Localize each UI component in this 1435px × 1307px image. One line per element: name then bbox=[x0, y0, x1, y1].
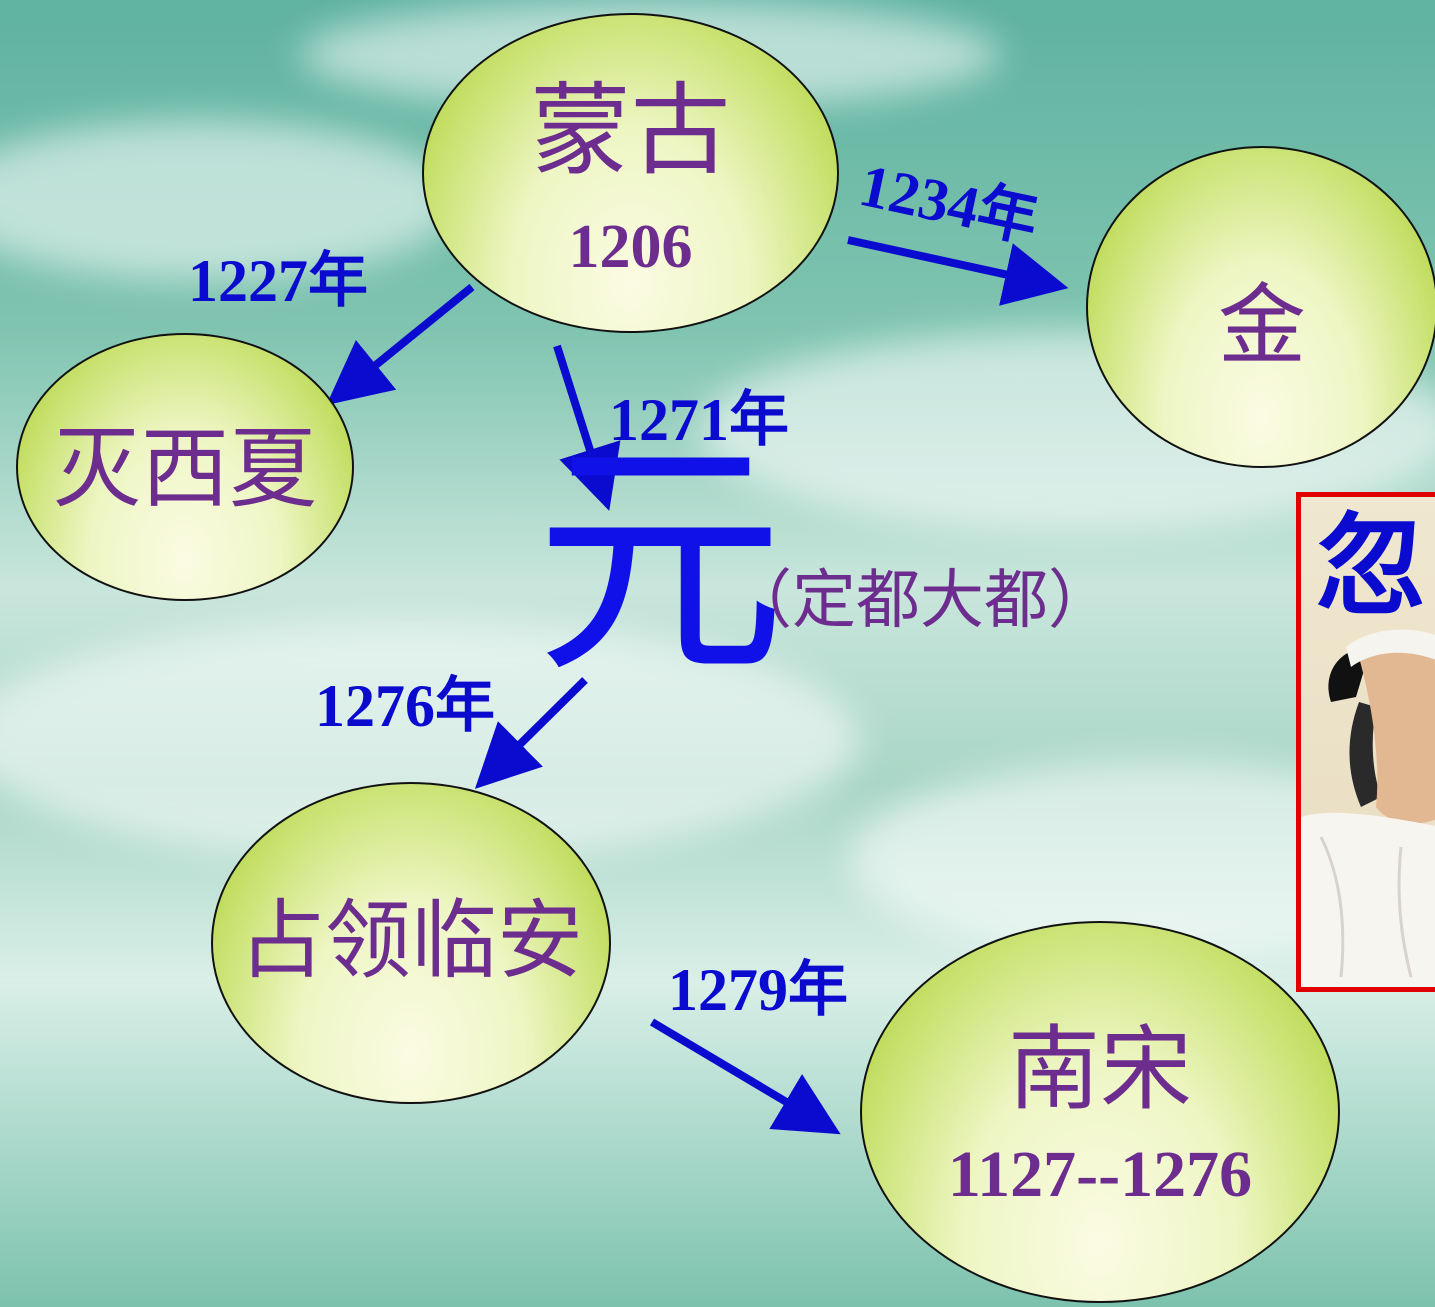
edge-label-1227: 1227年 bbox=[188, 248, 368, 314]
arrow-yuan-to-linan bbox=[474, 677, 588, 789]
arrow-mongol-to-yuan bbox=[553, 344, 621, 511]
node-mongol-year: 1206 bbox=[568, 213, 693, 281]
node-nansong-years: 1127--1276 bbox=[947, 1138, 1253, 1211]
edge-label-1279: 1279年 bbox=[668, 957, 848, 1023]
node-mongol: 蒙古 1206 bbox=[422, 13, 839, 333]
portrait-caption: 忽 bbox=[1316, 506, 1426, 628]
yuan-title: 元 bbox=[535, 426, 785, 703]
node-nansong: 南宋 1127--1276 bbox=[860, 921, 1340, 1303]
node-linan: 占领临安 bbox=[211, 782, 611, 1104]
arrow-linan-to-nansong bbox=[649, 1018, 841, 1135]
portrait-figure bbox=[1301, 629, 1435, 987]
node-xixia: 灭西夏 bbox=[16, 333, 354, 601]
node-linan-name: 占领临安 bbox=[239, 893, 583, 989]
arrow-mongol-to-xixia bbox=[326, 283, 475, 406]
cloud bbox=[0, 120, 460, 280]
kublai-portrait: 忽 bbox=[1296, 492, 1435, 992]
edge-label-1276: 1276年 bbox=[315, 673, 495, 739]
node-jin: 金 bbox=[1086, 146, 1435, 468]
node-xixia-name: 灭西夏 bbox=[52, 422, 317, 519]
node-jin-name: 金 bbox=[1217, 279, 1306, 376]
edge-label-1271: 1271年 bbox=[609, 387, 789, 453]
node-mongol-name: 蒙古 bbox=[530, 76, 731, 187]
node-nansong-name: 南宋 bbox=[1007, 1019, 1192, 1121]
yuan-capital-note: （定都大都） bbox=[728, 565, 1112, 636]
arrow-mongol-to-jin bbox=[847, 236, 1069, 306]
